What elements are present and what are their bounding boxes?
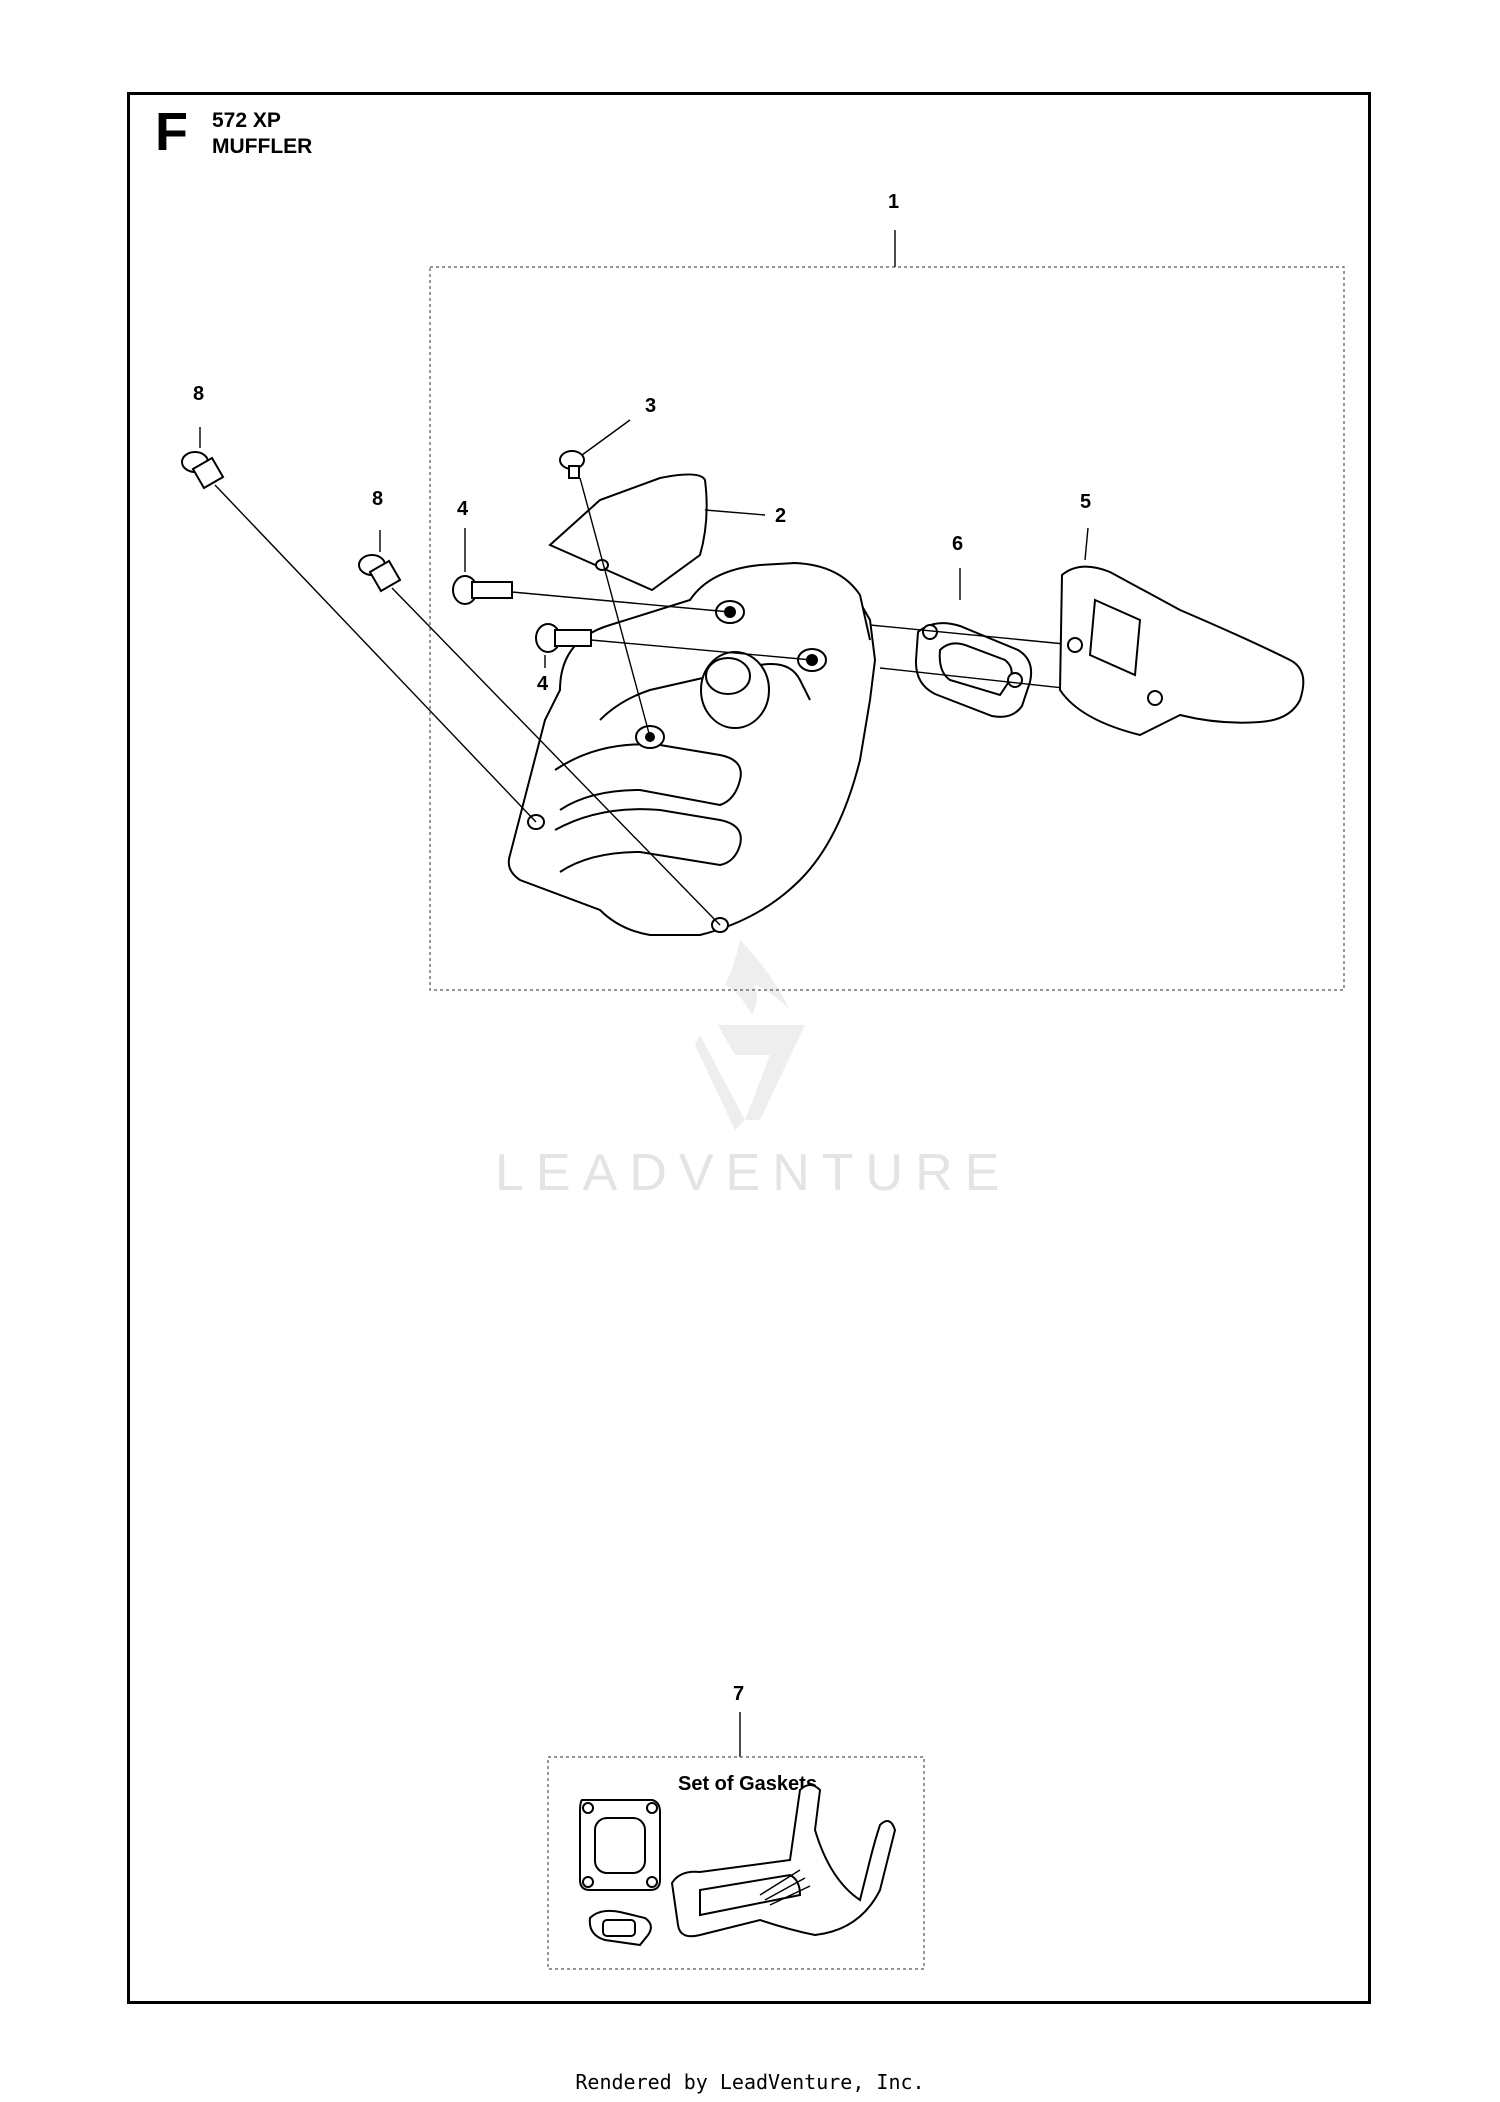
bolt-4-upper-part <box>452 575 513 605</box>
callout-4-upper: 4 <box>457 498 469 520</box>
page-title: MUFFLER <box>212 135 313 158</box>
bolt-8-left-axis <box>214 484 537 823</box>
callout-8-right: 8 <box>372 488 383 510</box>
guard-plate-5-part <box>1058 565 1305 737</box>
gasket-set-illustration <box>579 1784 897 1947</box>
bolt-4-lower-part <box>535 623 592 653</box>
callout-8-left: 8 <box>193 383 204 405</box>
callout-5: 5 <box>1080 491 1091 513</box>
callout-4-lower: 4 <box>537 673 549 695</box>
bolt-8-right-part <box>358 554 402 593</box>
callout-2-leader <box>704 509 766 516</box>
footer-credit: Rendered by LeadVenture, Inc. <box>575 2070 925 2094</box>
bolt-8-right-axis <box>391 587 721 926</box>
watermark-logo-icon <box>695 940 805 1130</box>
gasket-set-box <box>547 1756 925 1970</box>
callout-6: 6 <box>952 533 963 555</box>
callout-1: 1 <box>888 191 899 213</box>
muffler-body <box>507 561 877 936</box>
gasket-axis-upper <box>869 624 1076 646</box>
heat-shield-part <box>548 473 708 592</box>
screw-3-axis <box>579 477 651 738</box>
diagram-frame <box>127 92 1371 2004</box>
bolt-4-lower-axis <box>590 639 813 661</box>
gasket-6-part <box>914 622 1033 718</box>
bolt-8-left-part <box>181 451 225 490</box>
model-label: 572 XP <box>212 109 281 132</box>
bolt-4-upper-axis <box>511 591 731 613</box>
callout-3: 3 <box>645 395 656 417</box>
screw-3-part <box>559 450 585 479</box>
gasket-set-title: Set of Gaskets <box>678 1773 817 1795</box>
assembly-box <box>429 266 1345 991</box>
section-letter: F <box>155 102 188 162</box>
callout-3-leader <box>581 419 631 456</box>
callout-7: 7 <box>733 1683 744 1705</box>
watermark-text: LEADVENTURE <box>495 1144 1011 1202</box>
callout-5-leader <box>1084 527 1089 561</box>
callout-2: 2 <box>775 505 786 527</box>
